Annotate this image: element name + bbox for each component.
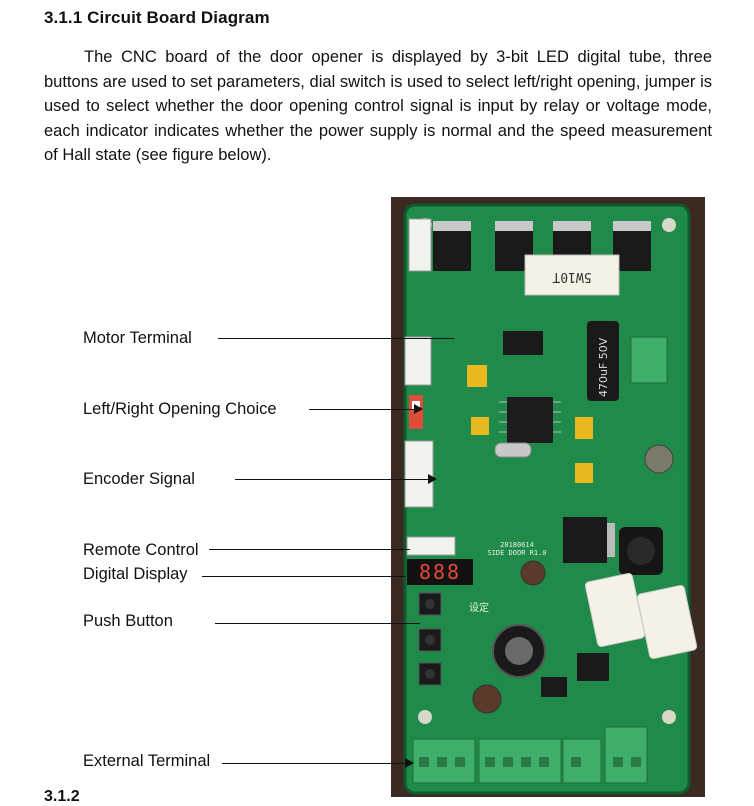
capacitor-marking: 470uF 50V (597, 337, 610, 397)
leader-left-right-choice (309, 404, 423, 414)
section-heading: 3.1.1 Circuit Board Diagram (44, 8, 270, 27)
label-external-terminal: External Terminal (83, 752, 211, 770)
label-push-button: Push Button (83, 612, 173, 630)
label-encoder-signal: Encoder Signal (83, 470, 195, 488)
section-paragraph: The CNC board of the door opener is disp… (44, 48, 712, 164)
next-section-heading: 3.1.2 (44, 788, 80, 805)
leader-remote-control (209, 549, 410, 550)
label-digital-display: Digital Display (83, 565, 188, 583)
label-left-right-choice: Left/Right Opening Choice (83, 400, 277, 418)
setting-label: 设定 (469, 601, 489, 614)
pcb-text: 20180614 (500, 541, 534, 549)
label-remote-control: Remote Control (83, 541, 199, 559)
leader-push-button (215, 623, 420, 624)
display-digits: 888 (419, 560, 461, 584)
leader-digital-display (202, 576, 406, 577)
leader-external-terminal (222, 758, 414, 768)
leader-encoder-signal (235, 474, 437, 484)
resistor-marking: 5W10T (552, 269, 591, 284)
circuit-board-photo: 5W10T 470uF 50V 20180614 SIDE DOOR R1.0 … (391, 197, 705, 797)
leader-motor-terminal (218, 338, 454, 339)
label-motor-terminal: Motor Terminal (83, 329, 192, 347)
svg-text:SIDE DOOR R1.0: SIDE DOOR R1.0 (487, 549, 546, 557)
